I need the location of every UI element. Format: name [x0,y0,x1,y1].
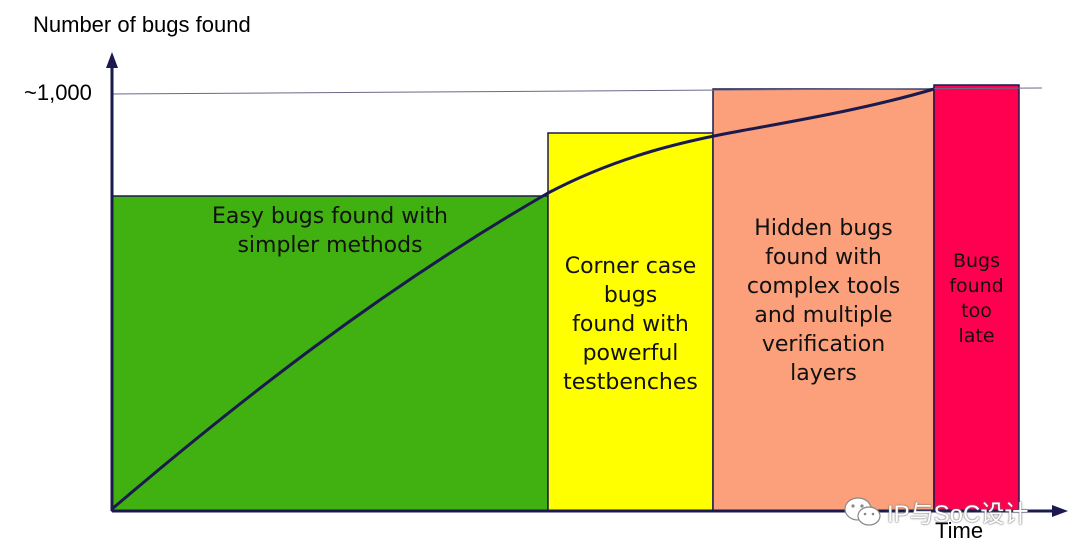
y-axis-arrowhead [106,52,118,68]
region-corner-line: testbenches [563,370,698,395]
region-easy-line: simpler methods [237,233,423,258]
region-hidden-line: layers [790,361,857,386]
region-late-line: found [949,275,1004,297]
region-hidden-line: found with [765,245,882,270]
max-reference-line [111,87,1043,95]
region-hidden-line: verification [761,332,886,357]
wechat-icon [844,496,881,526]
region-hidden-line: complex tools [746,274,901,299]
region-easy-label: Easy bugs found with simpler methods [190,202,470,260]
y-axis-tick-max: ~1,000 [24,80,92,105]
region-late-line: too [961,300,992,322]
watermark-text: IP与SoC设计 [887,501,1029,528]
region-hidden-line: and multiple [754,303,893,328]
region-hidden-label: Hidden bugs found with complex tools and… [713,214,934,388]
watermark: IP与SoC设计 [843,494,1028,529]
region-corner-label: Corner case bugs found with powerful tes… [548,252,713,397]
region-corner-line: powerful [582,341,679,366]
region-corner-block [547,132,714,512]
region-late-label: Bugs found too late [934,249,1019,349]
region-corner-line: found with [572,312,689,337]
region-late-block [933,84,1020,512]
x-axis-title: Time [935,518,984,543]
x-axis-arrowhead [1052,505,1068,517]
bug-discovery-curve [111,87,935,511]
region-easy-block [111,195,549,512]
region-easy-line: Easy bugs found with [212,204,448,229]
y-axis-title: Number of bugs found [33,12,251,37]
region-hidden-line: Hidden bugs [754,216,893,241]
region-late-line: Bugs [952,250,1001,272]
region-late-line: late [958,325,995,347]
region-corner-line: Corner case [564,254,697,279]
region-corner-line: bugs [603,283,658,308]
